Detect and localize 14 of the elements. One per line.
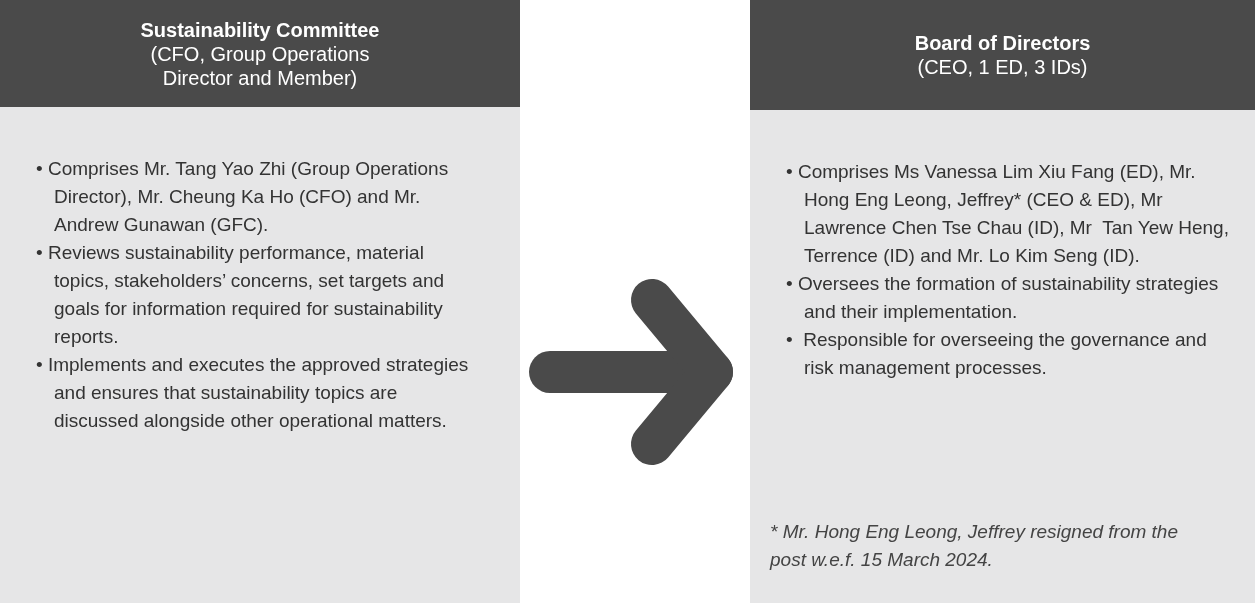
panel-title: Sustainability Committee: [140, 17, 380, 42]
panel: [0, 0, 520, 603]
bullet-item: • Reviews sustainability performance, material topics, stakeholders’ concerns, set targets and goals for information required for sustainability reports.: [36, 241, 446, 349]
bullet-item: • Comprises Ms Vanessa Lim Xiu Fang (ED), Mr. Hong Eng Leong, Jeffrey* (CEO & ED), Mr Lawrence Chen Tse Chau (ID), Mr Tan Yew Heng, Terrence (ID) and Mr. Lo Kim Seng (ID).: [786, 160, 1230, 268]
bullet-item: • Implements and executes the approved strategies and ensures that sustainability topics are discussed alongside other operational matters.: [36, 353, 470, 433]
bullet-item: • Comprises Mr. Tang Yao Zhi (Group Operations Director), Mr. Cheung Ka Ho (CFO) and Mr. Andrew Gunawan (GFC).: [36, 157, 450, 237]
footnote: * Mr. Hong Eng Leong, Jeffrey resigned from the post w.e.f. 15 March 2024.: [770, 520, 1179, 572]
panel-subtitle: (CFO, Group Operations Director and Member): [149, 41, 371, 90]
panel: [750, 0, 1255, 603]
arrow: [529, 279, 733, 465]
bullet-item: • Oversees the formation of sustainability strategies and their implementation.: [786, 272, 1220, 324]
panel-title: Board of Directors: [914, 31, 1091, 55]
panel-subtitle: (CEO, 1 ED, 3 IDs): [917, 55, 1088, 79]
bullet-item: • Responsible for overseeing the governance and risk management processes.: [786, 328, 1208, 380]
